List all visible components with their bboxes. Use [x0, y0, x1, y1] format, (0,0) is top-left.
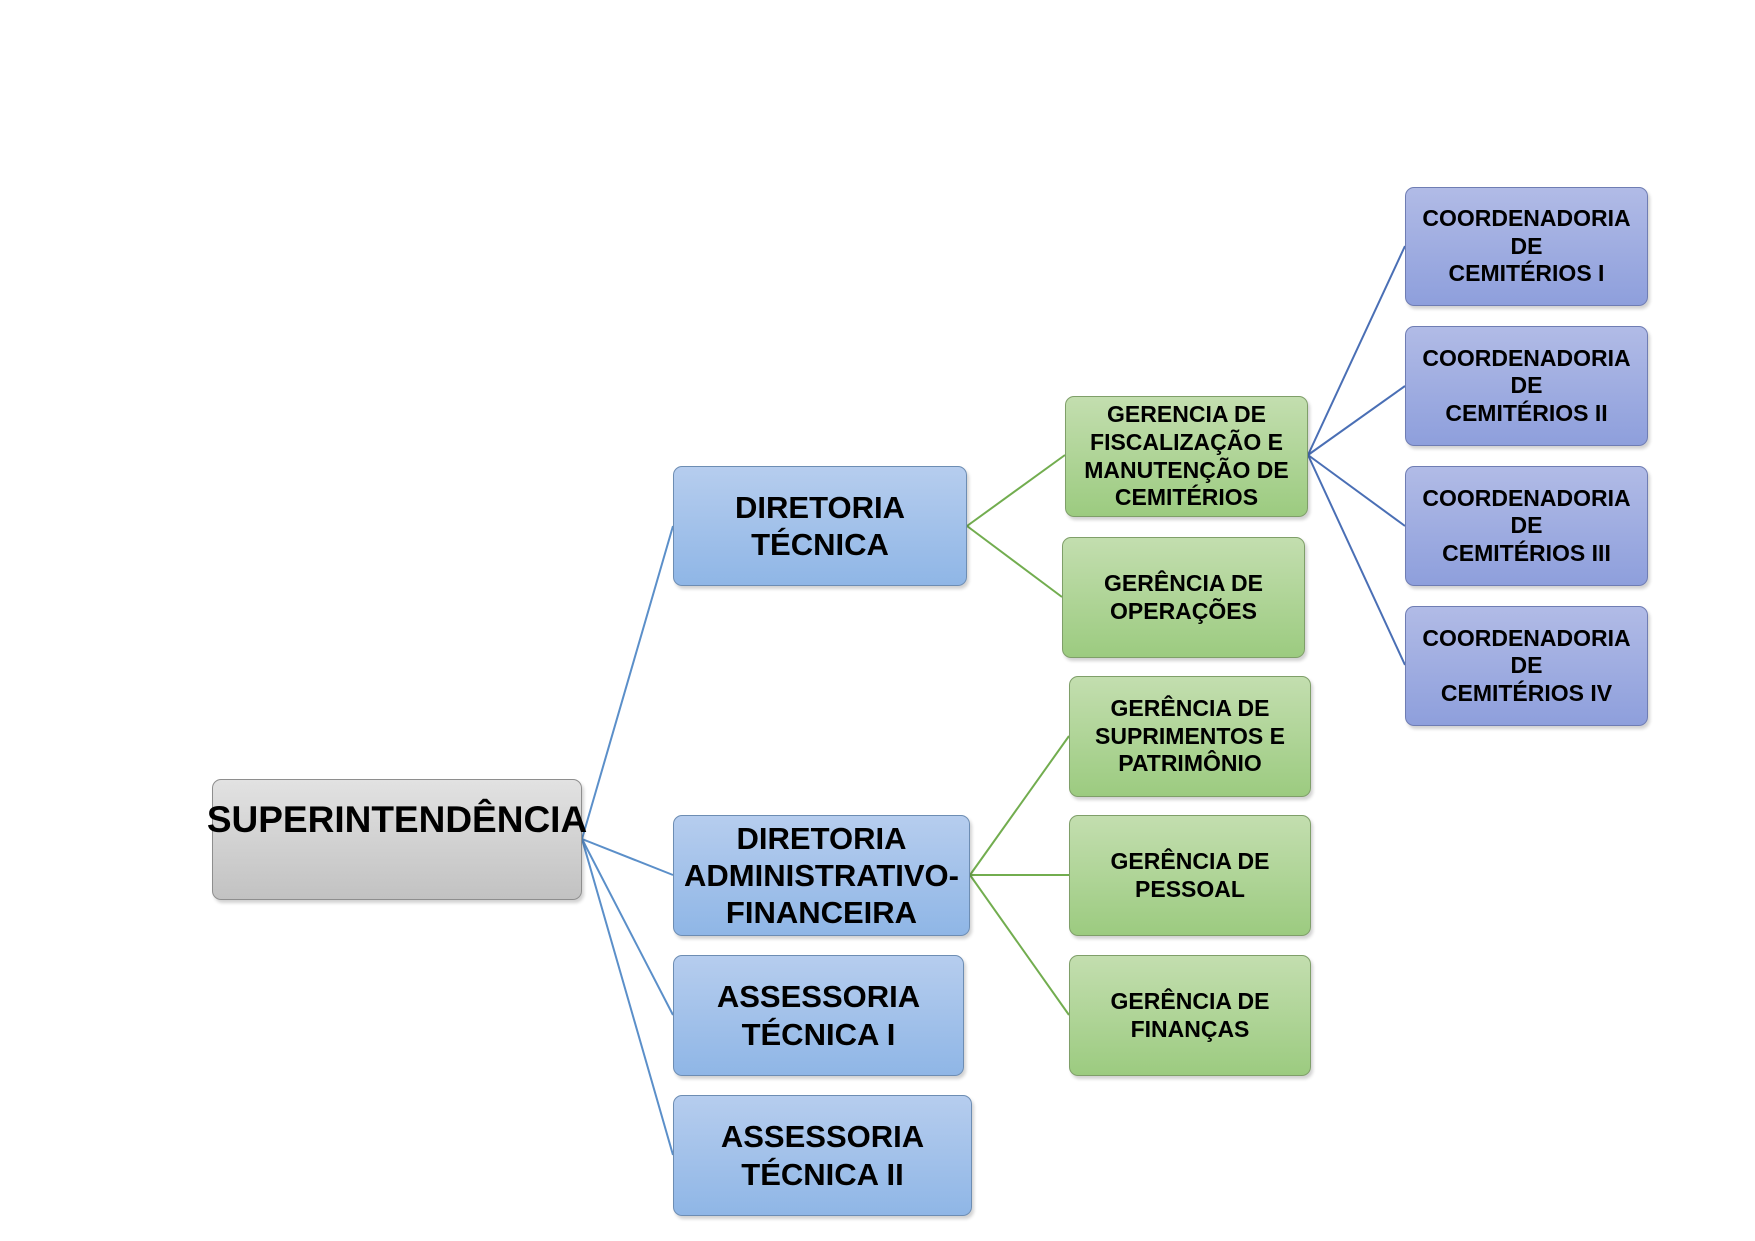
- diretoria-administrativo-financeira-label: DIRETORIA ADMINISTRATIVO- FINANCEIRA: [684, 820, 959, 931]
- assessoria-tecnica-1-label: ASSESSORIA TÉCNICA I: [716, 979, 921, 1052]
- connector-root-diretoria-adm: [581, 838, 674, 876]
- gerencia-fiscalizacao-box: GERENCIA DE FISCALIZAÇÃO E MANUTENÇÃO DE…: [1065, 396, 1308, 517]
- gerencia-pessoal-label: GERÊNCIA DE PESSOAL: [1110, 847, 1270, 902]
- superintendencia-box: SUPERINTENDÊNCIA: [207, 779, 587, 900]
- gerencia-operacoes-box: GERÊNCIA DE OPERAÇÕES: [1062, 537, 1305, 658]
- assessoria-tecnica-2-label: ASSESSORIA TÉCNICA II: [720, 1119, 925, 1192]
- coordenadoria-cemiterios-2-label: COORDENADORIA DE CEMITÉRIOS II: [1422, 344, 1631, 426]
- connector-root-diretoria-tecnica: [581, 525, 674, 840]
- diretoria-administrativo-financeira-box: DIRETORIA ADMINISTRATIVO- FINANCEIRA: [673, 815, 970, 936]
- gerencia-financas-label: GERÊNCIA DE FINANÇAS: [1110, 987, 1270, 1042]
- connector-dadm-suprimentos: [969, 735, 1070, 876]
- connector-dt-operacoes: [966, 525, 1063, 598]
- gerencia-operacoes-label: GERÊNCIA DE OPERAÇÕES: [1104, 569, 1263, 624]
- gerencia-suprimentos-box: GERÊNCIA DE SUPRIMENTOS E PATRIMÔNIO: [1069, 676, 1311, 797]
- gerencia-fiscalizacao-label: GERENCIA DE FISCALIZAÇÃO E MANUTENÇÃO DE…: [1084, 401, 1289, 511]
- assessoria-tecnica-1-box: ASSESSORIA TÉCNICA I: [673, 955, 964, 1076]
- diretoria-tecnica-box: DIRETORIA TÉCNICA: [673, 466, 967, 586]
- connector-dt-fiscalizacao: [966, 454, 1066, 527]
- connector-root-assessoria-2: [581, 838, 674, 1156]
- coordenadoria-cemiterios-4-box: COORDENADORIA DE CEMITÉRIOS IV: [1405, 606, 1648, 726]
- connector-fisc-coord-1: [1307, 245, 1406, 456]
- connector-fisc-coord-3: [1307, 454, 1406, 527]
- assessoria-tecnica-2-box: ASSESSORIA TÉCNICA II: [673, 1095, 972, 1216]
- coordenadoria-cemiterios-3-box: COORDENADORIA DE CEMITÉRIOS III: [1405, 466, 1648, 586]
- connector-root-assessoria-1: [581, 838, 674, 1016]
- coordenadoria-cemiterios-2-box: COORDENADORIA DE CEMITÉRIOS II: [1405, 326, 1648, 446]
- coordenadoria-cemiterios-4-label: COORDENADORIA DE CEMITÉRIOS IV: [1422, 624, 1631, 706]
- connector-fisc-coord-4: [1307, 454, 1406, 666]
- coordenadoria-cemiterios-3-label: COORDENADORIA DE CEMITÉRIOS III: [1422, 484, 1631, 566]
- gerencia-pessoal-box: GERÊNCIA DE PESSOAL: [1069, 815, 1311, 936]
- gerencia-suprimentos-label: GERÊNCIA DE SUPRIMENTOS E PATRIMÔNIO: [1095, 695, 1285, 777]
- connector-dadm-financas: [969, 874, 1070, 1016]
- superintendencia-label: SUPERINTENDÊNCIA: [206, 799, 588, 840]
- connector-fisc-coord-2: [1307, 385, 1406, 456]
- coordenadoria-cemiterios-1-label: COORDENADORIA DE CEMITÉRIOS I: [1422, 205, 1631, 287]
- gerencia-financas-box: GERÊNCIA DE FINANÇAS: [1069, 955, 1311, 1076]
- diretoria-tecnica-label: DIRETORIA TÉCNICA: [735, 489, 905, 562]
- coordenadoria-cemiterios-1-box: COORDENADORIA DE CEMITÉRIOS I: [1405, 187, 1648, 306]
